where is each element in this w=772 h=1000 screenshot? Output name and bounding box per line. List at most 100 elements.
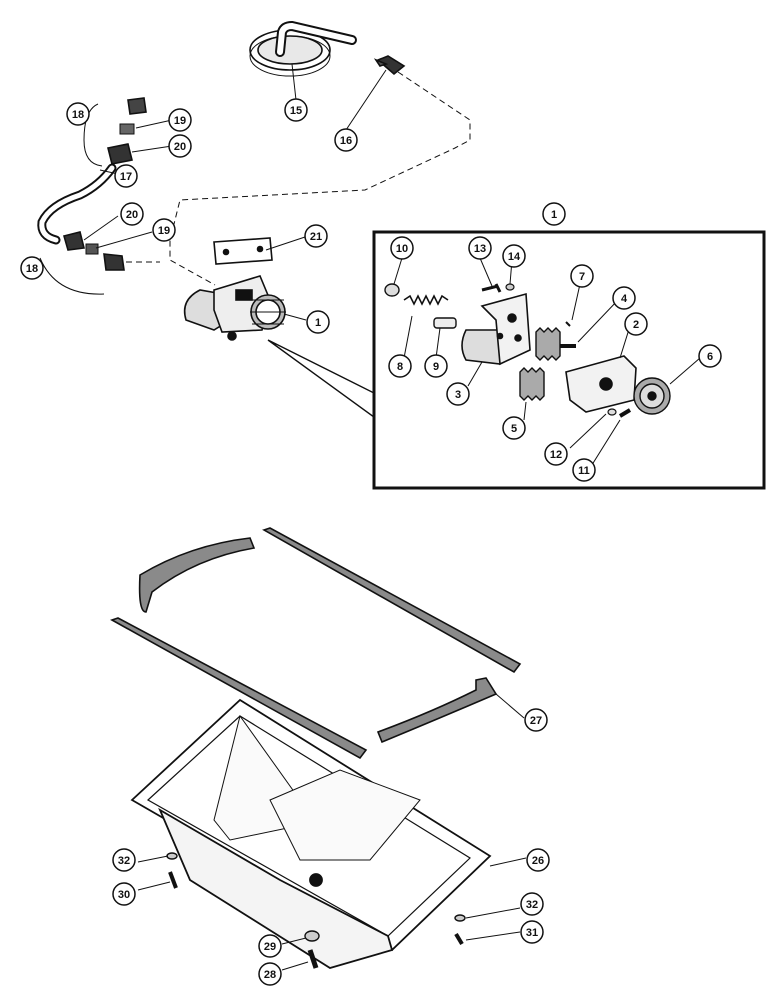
callout-circle <box>542 202 566 226</box>
callout-circle <box>468 236 492 260</box>
callout-26: 26 <box>526 848 550 872</box>
callout-7: 7 <box>570 264 594 288</box>
callout-number: 7 <box>579 271 585 283</box>
callout-number: 17 <box>120 171 132 183</box>
dashed-leader-pickup-to-pump <box>169 71 471 286</box>
callout-12: 12 <box>544 442 568 466</box>
callout-9: 9 <box>424 354 448 378</box>
callout-number: 6 <box>707 351 713 363</box>
callout-number: 2 <box>633 319 639 331</box>
callout-10: 10 <box>390 236 414 260</box>
callout-circle <box>120 202 144 226</box>
callout-circle <box>524 708 548 732</box>
callout-number: 20 <box>126 209 138 221</box>
callout-circle <box>502 244 526 268</box>
callout-circle <box>446 382 470 406</box>
callout-6: 6 <box>698 344 722 368</box>
callout-19: 19 <box>168 108 192 132</box>
callout-number: 31 <box>526 927 538 939</box>
gasket-side-left <box>110 617 368 760</box>
callout-number: 13 <box>474 243 486 255</box>
callout-5: 5 <box>502 416 526 440</box>
callout-circle <box>572 458 596 482</box>
drive-gear-part <box>535 327 576 361</box>
callout-number: 19 <box>158 225 170 237</box>
callout-17: 17 <box>114 164 138 188</box>
callout-number: 12 <box>550 449 562 461</box>
callout-number: 4 <box>621 293 628 305</box>
callout-circle <box>698 344 722 368</box>
callout-14: 14 <box>502 244 526 268</box>
callout-circle <box>520 892 544 916</box>
callout-13: 13 <box>468 236 492 260</box>
callout-circle <box>612 286 636 310</box>
callout-1: 1 <box>542 202 566 226</box>
callout-18: 18 <box>20 256 44 280</box>
callout-circle <box>304 224 328 248</box>
leader-lines <box>39 63 701 971</box>
pump-drive-gear-wheel-part <box>633 377 671 415</box>
callout-number: 14 <box>508 251 521 263</box>
relief-spring-part <box>403 294 449 306</box>
callout-number: 9 <box>433 361 439 373</box>
idler-gear-part <box>519 367 545 401</box>
pump-cover-part <box>461 292 531 366</box>
callout-circle <box>20 256 44 280</box>
callout-circle <box>502 416 526 440</box>
callout-circle <box>388 354 412 378</box>
callout-19: 19 <box>152 218 176 242</box>
callout-30: 30 <box>112 882 136 906</box>
callout-11: 11 <box>572 458 596 482</box>
callout-number: 1 <box>315 317 321 329</box>
callout-circle <box>258 962 282 986</box>
callout-circle <box>168 134 192 158</box>
upper-fitting-stack <box>107 97 147 165</box>
callout-circle <box>152 218 176 242</box>
callout-27: 27 <box>524 708 548 732</box>
callout-number: 27 <box>530 715 542 727</box>
callout-circle <box>544 442 568 466</box>
oil-pump-assembly <box>37 20 471 422</box>
callout-number: 29 <box>264 941 276 953</box>
callout-circle <box>112 882 136 906</box>
callout-number: 16 <box>340 135 352 147</box>
oil-pump-assembled-part <box>183 275 286 341</box>
callout-number: 11 <box>578 465 590 477</box>
callout-18: 18 <box>66 102 90 126</box>
callout-circle <box>66 102 90 126</box>
callout-29: 29 <box>258 934 282 958</box>
callout-20: 20 <box>120 202 144 226</box>
callout-number: 21 <box>310 231 322 243</box>
callout-circle <box>570 264 594 288</box>
callout-circle <box>112 848 136 872</box>
callout-circle <box>334 128 358 152</box>
callout-circle <box>526 848 550 872</box>
callout-number: 19 <box>174 115 186 127</box>
gasket-rear-lower <box>376 677 498 744</box>
callout-8: 8 <box>388 354 412 378</box>
callout-number: 10 <box>396 243 408 255</box>
callout-32: 32 <box>112 848 136 872</box>
callout-number: 20 <box>174 141 186 153</box>
callout-2: 2 <box>624 312 648 336</box>
callout-circle <box>390 236 414 260</box>
callout-number: 30 <box>118 889 130 901</box>
lower-fitting-stack <box>63 231 160 271</box>
callout-circle <box>168 108 192 132</box>
callout-circle <box>284 98 308 122</box>
callout-1: 1 <box>306 310 330 334</box>
callout-31: 31 <box>520 920 544 944</box>
callout-number: 32 <box>118 855 130 867</box>
pickup-fitting-part <box>373 55 406 76</box>
oil-pan-part <box>130 698 492 969</box>
callout-4: 4 <box>612 286 636 310</box>
callout-number: 15 <box>290 105 302 117</box>
callout-20: 20 <box>168 134 192 158</box>
callout-number: 5 <box>511 423 517 435</box>
callout-circle <box>520 920 544 944</box>
callout-number: 28 <box>264 969 276 981</box>
callout-number: 3 <box>455 389 461 401</box>
callout-circle <box>258 934 282 958</box>
